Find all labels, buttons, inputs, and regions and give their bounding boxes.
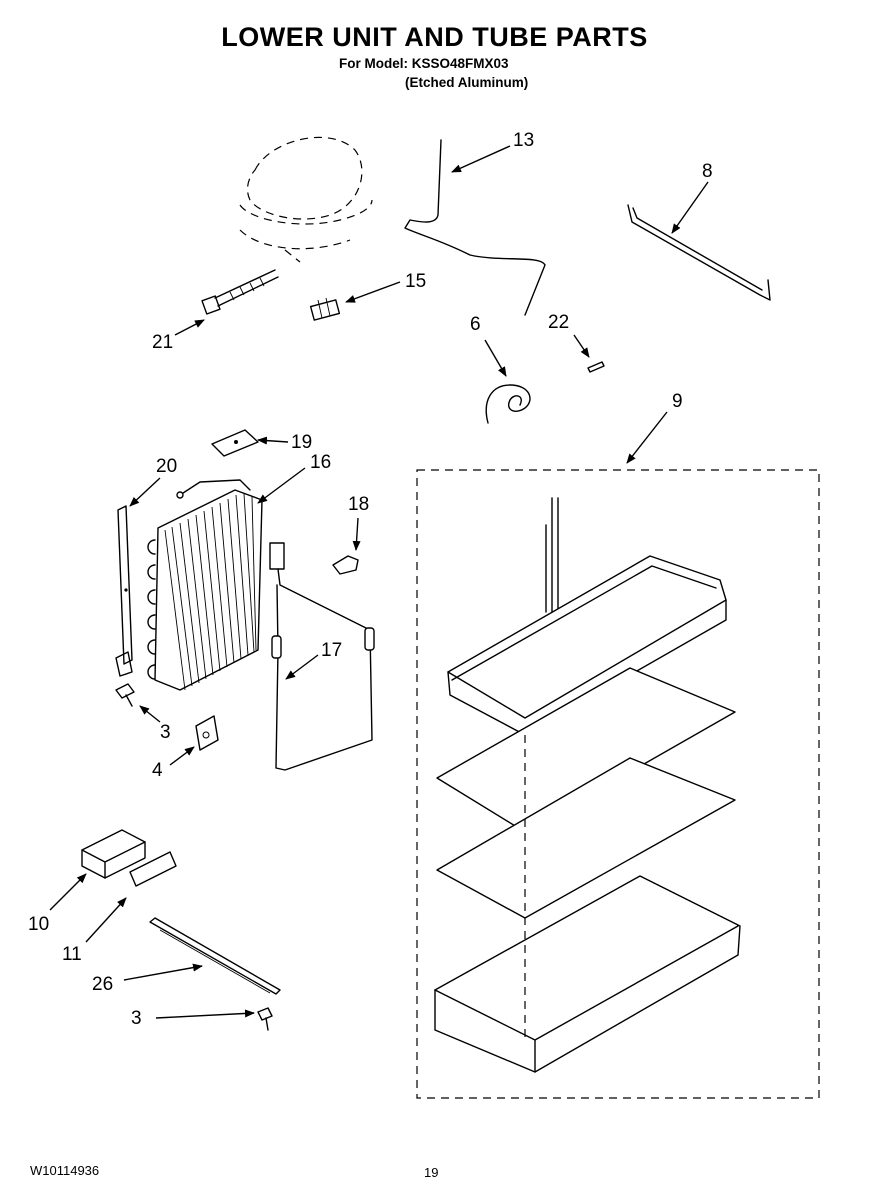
page-title: LOWER UNIT AND TUBE PARTS xyxy=(221,22,648,52)
callout-13: 13 xyxy=(513,130,534,151)
part-3-screw-upper xyxy=(115,683,135,707)
part-19-pad xyxy=(211,429,259,457)
callout-17: 17 xyxy=(321,640,342,661)
callout-21: 21 xyxy=(152,332,173,353)
part-10-box xyxy=(81,829,146,879)
part-16-evaporator xyxy=(147,479,263,691)
callout-26: 26 xyxy=(92,974,113,995)
callout-3-lower: 3 xyxy=(131,1008,142,1029)
page-number: 19 xyxy=(424,1165,439,1180)
part-17-harness xyxy=(269,542,375,771)
model-line: For Model: KSSO48FMX03 xyxy=(339,56,509,71)
finish-line: (Etched Aluminum) xyxy=(405,75,529,90)
part-26-rail xyxy=(149,917,281,995)
callout-6: 6 xyxy=(470,314,481,335)
document-number: W10114936 xyxy=(30,1163,100,1178)
part-20-bracket xyxy=(115,505,133,677)
part-15-relay xyxy=(309,297,341,321)
part-9-assembly xyxy=(416,469,820,1099)
part-3-screw-lower xyxy=(257,1007,273,1031)
part-21-heater xyxy=(201,269,279,315)
part-11-plate xyxy=(129,851,177,887)
part-18-clip xyxy=(332,555,359,575)
part-22-clip xyxy=(587,361,605,373)
callout-3-upper: 3 xyxy=(160,722,171,743)
compressor-outline xyxy=(239,136,373,263)
callout-20: 20 xyxy=(156,456,177,477)
callout-11: 11 xyxy=(62,944,82,965)
callout-16: 16 xyxy=(310,452,331,473)
callout-8: 8 xyxy=(702,161,713,182)
callout-18: 18 xyxy=(348,494,369,515)
callout-19: 19 xyxy=(291,432,312,453)
part-6-coil xyxy=(485,384,531,424)
callout-4: 4 xyxy=(152,760,163,781)
part-8-tube xyxy=(627,204,771,301)
callout-10: 10 xyxy=(28,914,49,935)
callout-9: 9 xyxy=(672,391,683,412)
callout-22: 22 xyxy=(548,312,569,333)
leader-arrows xyxy=(49,145,709,1019)
part-13-tube xyxy=(404,139,546,316)
callout-15: 15 xyxy=(405,271,426,292)
part-4-clamp xyxy=(195,715,219,751)
